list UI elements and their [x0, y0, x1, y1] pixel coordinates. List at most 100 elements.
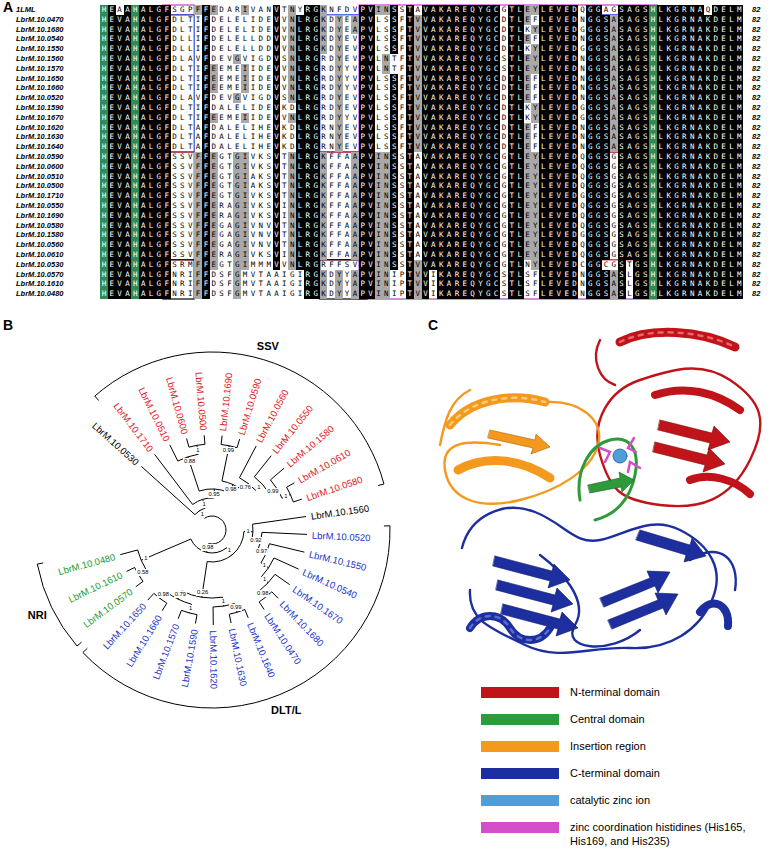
residue: E: [720, 113, 728, 123]
residue: A: [124, 191, 132, 201]
residue: G: [155, 201, 163, 211]
residue: H: [649, 15, 657, 25]
residue: G: [312, 201, 320, 211]
residue: H: [257, 123, 265, 133]
residue: G: [484, 103, 492, 113]
residue: G: [610, 201, 618, 211]
residue: N: [578, 74, 586, 84]
residue: M: [226, 74, 234, 84]
residue: E: [343, 15, 351, 25]
residue: A: [429, 5, 437, 15]
residue: D: [257, 113, 265, 123]
residue: R: [453, 74, 461, 84]
residue: I: [249, 132, 257, 142]
residue: I: [194, 44, 202, 54]
residue: K: [524, 103, 532, 113]
residue: I: [194, 34, 202, 44]
residue: L: [516, 5, 524, 15]
residue: F: [163, 181, 171, 191]
residue: E: [547, 25, 555, 35]
residue: R: [680, 172, 688, 182]
residue: Q: [469, 25, 477, 35]
residue: G: [155, 132, 163, 142]
residue: L: [296, 181, 304, 191]
residue: Q: [469, 83, 477, 93]
residue: G: [233, 181, 241, 191]
residue: G: [633, 15, 641, 25]
residue: A: [626, 54, 634, 64]
tree-branch: [262, 532, 307, 534]
residue: E: [343, 93, 351, 103]
residue: V: [367, 64, 375, 74]
residue: I: [241, 64, 249, 74]
residue: D: [571, 113, 579, 123]
residue: Y: [477, 44, 485, 54]
residue: L: [728, 25, 736, 35]
residue: E: [720, 5, 728, 15]
residue: E: [461, 64, 469, 74]
residue: A: [139, 172, 147, 182]
residue: E: [563, 132, 571, 142]
residue: H: [649, 191, 657, 201]
residue: L: [516, 181, 524, 191]
residue: G: [218, 162, 226, 172]
histidine-stick: [628, 438, 636, 452]
residue: L: [147, 93, 155, 103]
residue: I: [249, 113, 257, 123]
residue: V: [116, 172, 124, 182]
residue: E: [343, 132, 351, 142]
residue: G: [673, 44, 681, 54]
residue: G: [673, 201, 681, 211]
residue: L: [178, 15, 186, 25]
residue: E: [563, 15, 571, 25]
residue: L: [296, 191, 304, 201]
residue: R: [304, 83, 312, 93]
residue: S: [390, 211, 398, 221]
residue: Y: [477, 5, 485, 15]
residue: A: [124, 211, 132, 221]
residue: S: [390, 93, 398, 103]
residue: L: [657, 103, 665, 113]
residue: E: [524, 123, 532, 133]
residue: T: [508, 132, 516, 142]
residue: L: [657, 74, 665, 84]
residue: G: [155, 103, 163, 113]
residue: E: [210, 113, 218, 123]
residue: E: [720, 191, 728, 201]
residue: A: [218, 142, 226, 152]
residue: V: [273, 181, 281, 191]
sequence-row: HEVAHALGFDLTIFDELELIDEVVNLRGKDYEAPVLSSFT…: [100, 25, 743, 35]
residue-count: 82: [752, 123, 760, 133]
residue: A: [414, 201, 422, 211]
residue: V: [367, 5, 375, 15]
residue: N: [688, 54, 696, 64]
residue: A: [696, 113, 704, 123]
residue: H: [100, 74, 108, 84]
residue: S: [618, 142, 626, 152]
residue: A: [445, 44, 453, 54]
residue: K: [665, 15, 673, 25]
residue: A: [429, 123, 437, 133]
residue: G: [673, 34, 681, 44]
residue: T: [406, 103, 414, 113]
residue: V: [116, 103, 124, 113]
residue: S: [265, 201, 273, 211]
residue: S: [382, 25, 390, 35]
sequence-row: HEVAHALGFDLTIFEEMEIIDEVVNLRGRDYYVPVLSSFT…: [100, 74, 743, 84]
residue: V: [351, 83, 359, 93]
residue: C: [492, 83, 500, 93]
residue: S: [398, 211, 406, 221]
coil: [462, 508, 717, 653]
residue: G: [586, 201, 594, 211]
residue: M: [735, 25, 743, 35]
residue: A: [139, 132, 147, 142]
residue: G: [586, 64, 594, 74]
sequence-name: LbrM.10.1620: [16, 123, 64, 133]
residue: K: [665, 152, 673, 162]
residue: L: [178, 25, 186, 35]
residue: V: [367, 172, 375, 182]
residue: S: [390, 34, 398, 44]
residue: V: [116, 83, 124, 93]
residue: V: [367, 34, 375, 44]
residue: P: [359, 191, 367, 201]
